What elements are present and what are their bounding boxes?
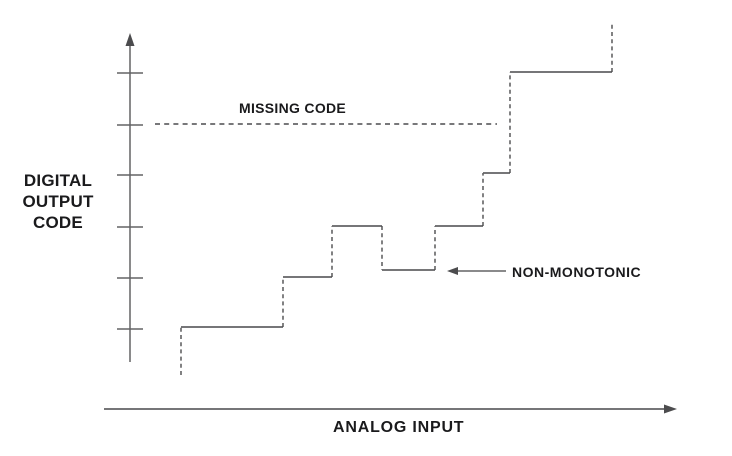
x-axis-title: ANALOG INPUT xyxy=(333,419,465,436)
non-monotonic-label: NON-MONOTONIC xyxy=(512,264,642,280)
y-axis-arrowhead-icon xyxy=(125,33,135,46)
y-axis-title-line3: CODE xyxy=(33,213,83,232)
x-axis-arrowhead-icon xyxy=(664,404,677,414)
y-axis-title-line1: DIGITAL xyxy=(23,171,93,190)
non-monotonic-arrowhead-icon xyxy=(447,267,458,275)
y-axis-title-line2: OUTPUT xyxy=(22,192,94,211)
y-axis-title: DIGITAL OUTPUT CODE xyxy=(10,170,106,233)
missing-code-label: MISSING CODE xyxy=(239,100,347,116)
